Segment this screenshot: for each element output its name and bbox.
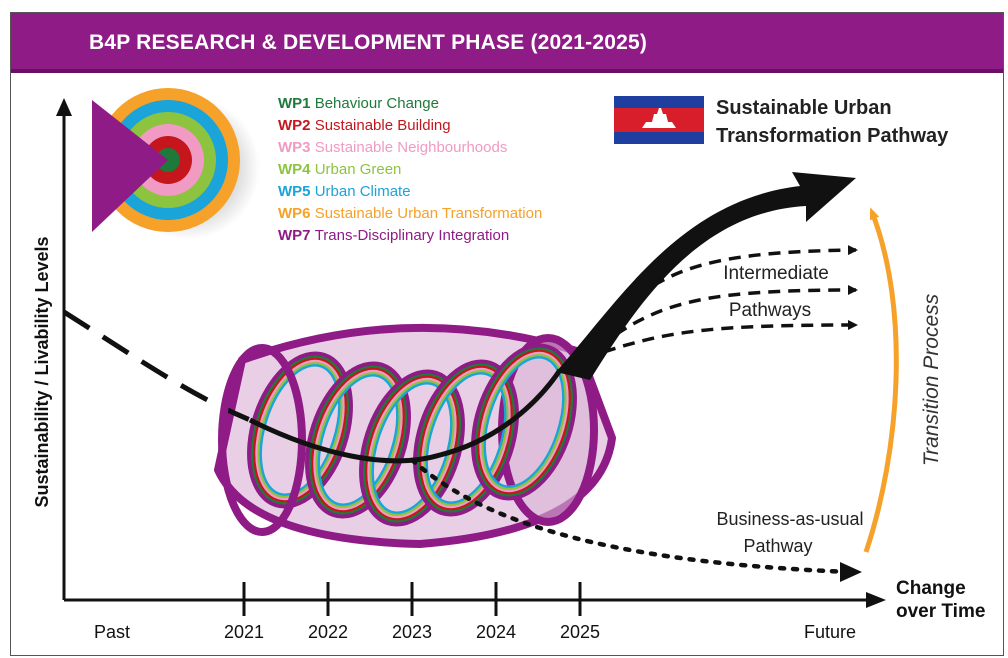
legend-code: WP3 xyxy=(278,139,315,156)
y-axis-arrow xyxy=(56,98,72,116)
main-pathway-curve xyxy=(248,368,563,464)
x-tick-labels: Past 2021 2022 2023 2024 2025 Future xyxy=(94,622,856,642)
legend-label: Behaviour Change xyxy=(315,95,439,112)
legend-item-wp5: WP5 Urban Climate xyxy=(278,183,411,200)
ring-loop xyxy=(471,343,577,501)
tick-label-2025: 2025 xyxy=(560,622,600,642)
legend-code: WP5 xyxy=(278,183,315,200)
legend-item-wp2: WP2 Sustainable Building xyxy=(278,117,451,134)
legend-item-wp4: WP4 Urban Green xyxy=(278,161,401,178)
legend-label: Urban Green xyxy=(315,161,402,178)
intermediate-pathway-arrows xyxy=(594,245,858,354)
legend-code: WP2 xyxy=(278,117,315,134)
legend-item-wp3: WP3 Sustainable Neighbourhoods xyxy=(278,139,507,156)
target-pathway-label-line2: Transformation Pathway xyxy=(716,125,949,147)
ring-loop xyxy=(305,361,411,519)
legend-label: Urban Climate xyxy=(315,183,411,200)
legend-label: Sustainable Building xyxy=(315,117,451,134)
tick-label-2022: 2022 xyxy=(308,622,348,642)
ring-loop xyxy=(359,369,465,527)
intermediate-label-line1: Intermediate xyxy=(723,263,829,284)
legend-code: WP1 xyxy=(278,95,315,112)
x-axis-label-line1: Change xyxy=(896,578,966,599)
x-axis-label-line2: over Time xyxy=(896,601,985,622)
legend-label: Trans-Disciplinary Integration xyxy=(315,227,510,244)
transition-process-label: Transition Process xyxy=(920,293,943,466)
page-title: B4P RESEARCH & DEVELOPMENT PHASE (2021-2… xyxy=(89,31,648,54)
tick-label-2021: 2021 xyxy=(224,622,264,642)
intermediate-label-line2: Pathways xyxy=(729,300,811,321)
legend-item-wp1: WP1 Behaviour Change xyxy=(278,95,439,112)
tick-label-2023: 2023 xyxy=(392,622,432,642)
transition-arrow xyxy=(863,207,899,553)
y-axis-label: Sustainability / Livability Levels xyxy=(32,236,52,507)
legend-code: WP7 xyxy=(278,227,315,244)
tick-label-past: Past xyxy=(94,622,130,642)
target-pathway-label-line1: Sustainable Urban xyxy=(716,97,892,119)
bau-arrowhead xyxy=(840,562,862,582)
tick-label-2024: 2024 xyxy=(476,622,516,642)
legend-code: WP4 xyxy=(278,161,315,178)
bau-pathway-line xyxy=(409,457,853,575)
axes xyxy=(56,98,886,616)
past-trend-line xyxy=(62,309,251,423)
tick-label-future: Future xyxy=(804,622,856,642)
cambodia-flag-icon xyxy=(614,96,704,144)
header-banner: B4P RESEARCH & DEVELOPMENT PHASE (2021-2… xyxy=(11,13,1003,73)
x-axis-arrow xyxy=(866,592,886,608)
legend-label: Sustainable Neighbourhoods xyxy=(315,139,508,156)
legend-item-wp7: WP7 Trans-Disciplinary Integration xyxy=(278,227,509,244)
ring-loop xyxy=(413,359,519,517)
sustainable-pathway-arrow xyxy=(556,172,856,380)
bau-label-line2: Pathway xyxy=(743,536,812,556)
legend-item-wp6: WP6 Sustainable Urban Transformation xyxy=(278,205,542,222)
bau-label-line1: Business-as-usual xyxy=(716,509,863,529)
legend-label: Sustainable Urban Transformation xyxy=(315,205,543,222)
legend-code: WP6 xyxy=(278,205,315,222)
ring-loop xyxy=(247,351,353,509)
wp-target-logo xyxy=(92,88,260,240)
